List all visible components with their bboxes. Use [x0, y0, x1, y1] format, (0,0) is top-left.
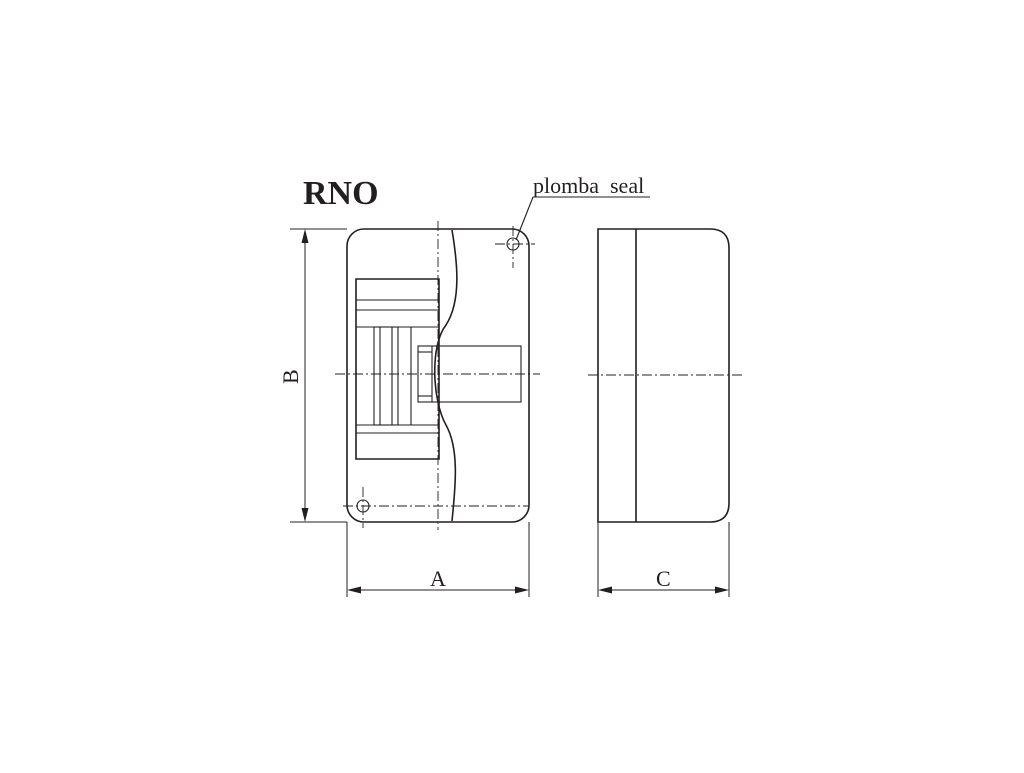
dimension-c-arrow-right: [715, 586, 729, 594]
dimension-a-arrow-left: [347, 586, 361, 594]
dimension-b-arrow-top: [301, 229, 309, 243]
seal-label-seal: seal: [610, 173, 644, 198]
seal-hole-bottom: [343, 487, 528, 528]
front-view: [335, 221, 540, 530]
seal-hole-top: [495, 226, 535, 268]
dimension-a-arrow-right: [515, 586, 529, 594]
side-view: [588, 228, 742, 523]
seal-callout: plomba seal: [515, 173, 650, 241]
dimension-c: C: [597, 522, 730, 597]
dimension-b-arrow-bottom: [301, 508, 309, 522]
drawing-title: RNO: [303, 175, 379, 212]
dimension-a-label: A: [430, 566, 446, 591]
dimension-a: A: [346, 522, 530, 597]
dimension-c-label: C: [656, 566, 671, 591]
side-body-outline: [597, 228, 730, 523]
seal-leader-line: [515, 196, 534, 241]
module-slat-1: [373, 326, 399, 426]
cover-wavy-edge: [433, 229, 458, 522]
dimension-b-label: B: [278, 369, 303, 384]
seal-label-plomba: plomba: [533, 173, 599, 198]
dimension-b: B: [278, 228, 347, 523]
dimension-c-arrow-left: [598, 586, 612, 594]
module-window-frame: [355, 278, 440, 460]
